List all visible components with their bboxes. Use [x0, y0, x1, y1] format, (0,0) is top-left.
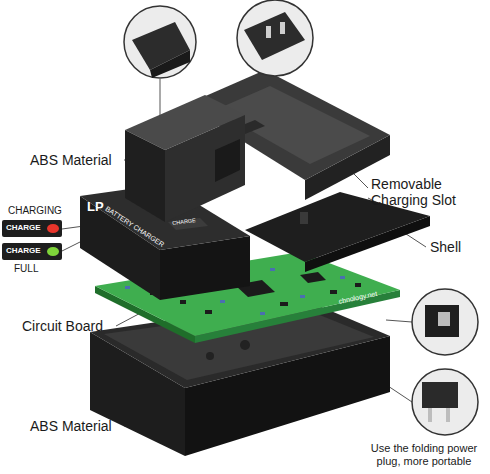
circle-inset: [124, 6, 196, 78]
charging-slot: [125, 70, 390, 222]
chip: [300, 272, 326, 283]
grille: [215, 139, 240, 182]
contact-pin: [266, 26, 271, 38]
part-label: Removable Charging Slot: [371, 176, 487, 208]
brand-logo: LP: [87, 200, 104, 215]
plug-prong: [446, 408, 450, 422]
indicator-text: CHARGE: [6, 246, 41, 255]
indicator-inset: [2, 220, 62, 260]
component: [280, 302, 288, 306]
part-label: Circuit Board: [22, 318, 103, 334]
circle-inset: [412, 289, 478, 355]
part-label: Shell: [430, 239, 461, 255]
green-led: [47, 247, 59, 256]
detail-circle: [124, 6, 196, 78]
indicator-text: CHARGE: [6, 223, 41, 232]
component: [270, 268, 275, 271]
screw-hole: [240, 340, 250, 350]
block-front: [165, 115, 245, 222]
indicator-box: [2, 220, 62, 237]
circle-inset: [237, 0, 313, 76]
clip: [300, 212, 308, 224]
indicator-caption: FULL: [14, 263, 38, 275]
plug-housing: [425, 305, 459, 337]
detail-circle: [412, 289, 478, 355]
detail-circle: [412, 369, 478, 435]
red-led: [47, 224, 59, 233]
indicator-box: [2, 243, 62, 260]
component: [330, 290, 337, 294]
grille-area: [215, 139, 240, 182]
component: [205, 310, 212, 314]
indicator-caption: CHARGING: [8, 205, 62, 217]
component: [125, 286, 130, 289]
leader-line: [386, 320, 412, 322]
component: [355, 283, 361, 287]
detail-circle: [237, 0, 313, 76]
circle-inset: [412, 369, 478, 435]
component: [260, 312, 265, 315]
screw-hole: [206, 352, 214, 360]
component: [180, 300, 186, 304]
note-text: Use the folding power plug, more portabl…: [361, 442, 487, 467]
charge-button: [168, 218, 208, 230]
contact-block: [244, 12, 305, 60]
plug-housing: [422, 382, 458, 408]
component: [340, 276, 345, 279]
part-label: ABS Material: [30, 418, 112, 434]
component: [300, 295, 305, 298]
plug-prong: [428, 408, 432, 422]
part-label: ABS Material: [30, 152, 112, 168]
plug-prong: [438, 312, 450, 326]
block-side: [125, 130, 165, 222]
contact-pin: [280, 22, 285, 34]
block-corner: [150, 50, 190, 78]
component: [220, 300, 225, 303]
